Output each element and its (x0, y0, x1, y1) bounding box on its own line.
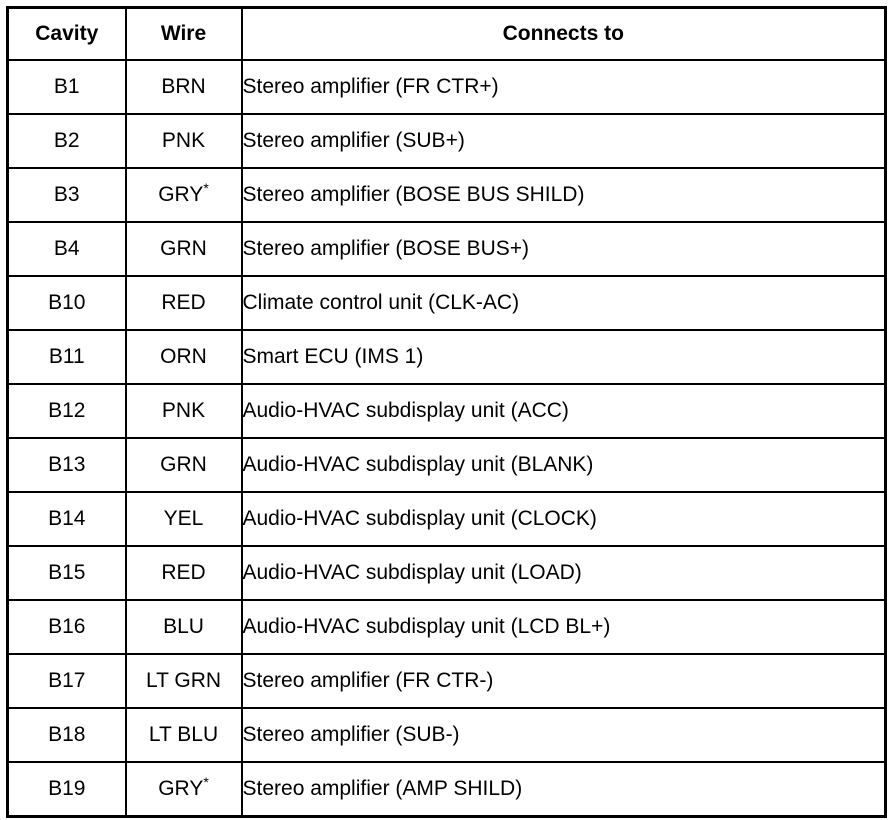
column-header-wire: Wire (124, 6, 243, 61)
wire-color-code: GRY (158, 183, 204, 207)
wire-color-code: BRN (161, 75, 206, 99)
cell-connects-to: Audio-HVAC subdisplay unit (CLOCK) (240, 491, 887, 547)
wire-footnote-marker: * (203, 180, 209, 197)
cell-connects-to: Stereo amplifier (FR CTR+) (240, 59, 887, 115)
table-row: B11 ORN Smart ECU (IMS 1) (6, 329, 887, 385)
cell-wire: YEL (124, 491, 243, 547)
cell-cavity: B12 (6, 383, 127, 439)
cell-cavity: B3 (6, 167, 127, 223)
cell-cavity: B11 (6, 329, 127, 385)
table-row: B18 LT BLU Stereo amplifier (SUB-) (6, 707, 887, 763)
wire-color-code: PNK (161, 399, 206, 423)
table-row: B10 RED Climate control unit (CLK-AC) (6, 275, 887, 331)
cell-cavity: B1 (6, 59, 127, 115)
wire-color-code: GRN (160, 453, 207, 477)
cell-connects-to: Stereo amplifier (FR CTR-) (240, 653, 887, 709)
wire-color-code: YEL (163, 507, 204, 531)
wire-color-code: RED (161, 561, 206, 585)
cell-connects-to: Stereo amplifier (BOSE BUS SHILD) (240, 167, 887, 223)
wire-color-code: GRY (158, 777, 204, 801)
column-header-cavity: Cavity (6, 6, 127, 61)
table-row: B13 GRN Audio-HVAC subdisplay unit (BLANK) (6, 437, 887, 493)
cell-cavity: B15 (6, 545, 127, 601)
wire-color-code: ORN (160, 345, 207, 369)
connector-wiring-table: Cavity Wire Connects to B1 BRN Stereo ampl… (6, 6, 887, 818)
cell-cavity: B10 (6, 275, 127, 331)
cell-wire: GRN (124, 437, 243, 493)
table-header: Cavity Wire Connects to (6, 6, 887, 61)
cell-wire: PNK (124, 383, 243, 439)
table-row: B2 PNK Stereo amplifier (SUB+) (6, 113, 887, 169)
wire-color-code: PNK (161, 129, 206, 153)
cell-connects-to: Stereo amplifier (AMP SHILD) (240, 761, 887, 818)
wire-footnote-marker: * (203, 774, 209, 791)
wire-color-code: RED (161, 291, 206, 315)
table-header-row: Cavity Wire Connects to (6, 6, 887, 61)
cell-connects-to: Audio-HVAC subdisplay unit (LCD BL+) (240, 599, 887, 655)
table-row: B4 GRN Stereo amplifier (BOSE BUS+) (6, 221, 887, 277)
cell-wire: BRN (124, 59, 243, 115)
cell-cavity: B17 (6, 653, 127, 709)
cell-wire: PNK (124, 113, 243, 169)
cell-cavity: B4 (6, 221, 127, 277)
wire-color-code: GRN (160, 237, 207, 261)
cell-connects-to: Smart ECU (IMS 1) (240, 329, 887, 385)
cell-connects-to: Stereo amplifier (BOSE BUS+) (240, 221, 887, 277)
cell-wire: BLU (124, 599, 243, 655)
column-header-connects-to: Connects to (240, 6, 887, 61)
cell-wire: ORN (124, 329, 243, 385)
cell-cavity: B14 (6, 491, 127, 547)
table-row: B17 LT GRN Stereo amplifier (FR CTR-) (6, 653, 887, 709)
cell-connects-to: Stereo amplifier (SUB-) (240, 707, 887, 763)
cell-wire: LT GRN (124, 653, 243, 709)
cell-connects-to: Audio-HVAC subdisplay unit (ACC) (240, 383, 887, 439)
wire-color-code: BLU (163, 615, 204, 639)
cell-wire: GRY* (124, 167, 243, 223)
cell-wire: RED (124, 275, 243, 331)
table-row: B16 BLU Audio-HVAC subdisplay unit (LCD BL… (6, 599, 887, 655)
table-row: B15 RED Audio-HVAC subdisplay unit (LOAD) (6, 545, 887, 601)
cell-cavity: B13 (6, 437, 127, 493)
cell-wire: GRY* (124, 761, 243, 818)
cell-connects-to: Audio-HVAC subdisplay unit (BLANK) (240, 437, 887, 493)
cell-wire: GRN (124, 221, 243, 277)
cell-cavity: B16 (6, 599, 127, 655)
cell-wire: LT BLU (124, 707, 243, 763)
table-row: B1 BRN Stereo amplifier (FR CTR+) (6, 59, 887, 115)
cell-cavity: B2 (6, 113, 127, 169)
table-row: B12 PNK Audio-HVAC subdisplay unit (ACC) (6, 383, 887, 439)
table-row: B14 YEL Audio-HVAC subdisplay unit (CLOCK) (6, 491, 887, 547)
wire-color-code: LT BLU (148, 723, 219, 747)
cell-connects-to: Climate control unit (CLK-AC) (240, 275, 887, 331)
cell-wire: RED (124, 545, 243, 601)
cell-cavity: B18 (6, 707, 127, 763)
wire-color-code: LT GRN (145, 669, 222, 693)
cell-connects-to: Audio-HVAC subdisplay unit (LOAD) (240, 545, 887, 601)
cell-cavity: B19 (6, 761, 127, 818)
cell-connects-to: Stereo amplifier (SUB+) (240, 113, 887, 169)
